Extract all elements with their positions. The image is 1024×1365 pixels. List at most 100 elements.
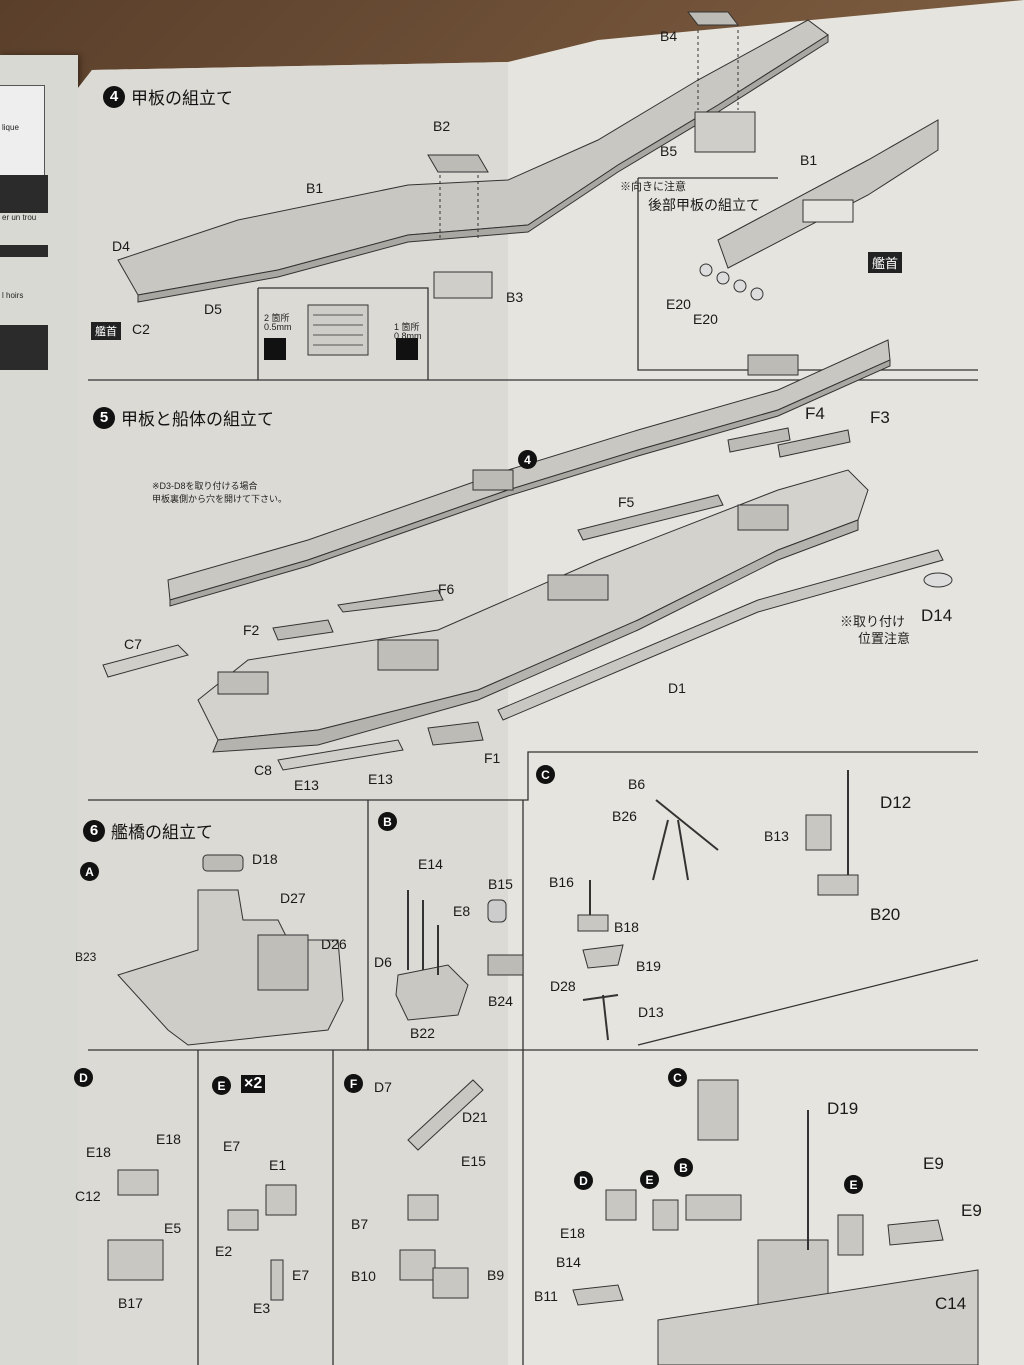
step-number: 6 — [83, 819, 105, 842]
part-label: E2 — [215, 1243, 233, 1259]
part-label: E20 — [693, 311, 718, 327]
step-title-text: 甲板の組立て — [131, 89, 233, 108]
part-label: D1 — [668, 680, 686, 696]
part-label: D26 — [321, 936, 347, 952]
part-label: F1 — [484, 750, 501, 766]
part-label: E5 — [164, 1220, 182, 1236]
adjacent-text: lique — [2, 123, 19, 132]
step-number: 5 — [93, 406, 115, 429]
part-label: B16 — [549, 874, 574, 890]
drill-note: ※D3-D8を取り付ける場合 — [152, 481, 258, 491]
part-label: B24 — [488, 993, 513, 1009]
step-number: 4 — [103, 85, 125, 108]
adjacent-page: lique er un trou l hoirs — [0, 55, 78, 1365]
drill-note: 0.5mm — [264, 322, 292, 332]
flight-deck-b1 — [117, 19, 829, 303]
d14-note: 位置注意 — [858, 631, 911, 646]
step-title-text: 甲板と船体の組立て — [121, 410, 274, 429]
part-label: B20 — [870, 905, 901, 924]
drill-note: 甲板裏側から穴を開けて下さい。 — [152, 494, 288, 504]
flight-deck-step5 — [167, 339, 891, 607]
part-label: D27 — [280, 890, 306, 906]
part-label: E18 — [156, 1131, 181, 1147]
part-label: E3 — [253, 1300, 271, 1316]
part-label: F5 — [618, 494, 635, 510]
sub-step-b: B — [674, 1158, 693, 1177]
sub-step-f: F — [344, 1074, 363, 1093]
part-label: B10 — [351, 1268, 376, 1284]
sub-step-d: D — [74, 1068, 93, 1087]
part-label: E9 — [961, 1201, 982, 1220]
part-label: F2 — [243, 622, 260, 638]
part-label: E7 — [292, 1267, 310, 1283]
part-label: C2 — [132, 321, 150, 337]
hull — [197, 469, 869, 753]
adjacent-text: er un trou — [2, 213, 37, 222]
step-4-title: 4 甲板の組立て — [103, 84, 233, 109]
part-label: B6 — [628, 776, 646, 792]
bow-label: 艦首 — [91, 322, 121, 340]
part-label: D19 — [827, 1099, 859, 1118]
part-label: B4 — [660, 28, 678, 44]
bow-label: 艦首 — [868, 252, 903, 273]
drill-note: 1 箇所 — [394, 322, 420, 332]
sub-step-b: B — [378, 812, 397, 831]
part-label: B1 — [800, 152, 818, 168]
rear-deck-title: 後部甲板の組立て — [648, 197, 760, 213]
part-label: E20 — [666, 296, 691, 312]
part-label: D13 — [638, 1004, 664, 1020]
part-label: B22 — [410, 1025, 435, 1041]
part-label: B14 — [556, 1254, 581, 1270]
part-label: F6 — [438, 581, 455, 597]
part-label: B9 — [487, 1267, 505, 1283]
sub-step-c: C — [536, 765, 555, 784]
part-label: C7 — [124, 636, 142, 652]
part-label: E1 — [269, 1157, 287, 1173]
part-label: D4 — [112, 238, 130, 254]
part-label: B17 — [118, 1295, 143, 1311]
part-label: B15 — [488, 876, 513, 892]
part-label: B18 — [614, 919, 639, 935]
part-label: B13 — [764, 828, 789, 844]
part-label: E8 — [453, 903, 471, 919]
part-label: E18 — [560, 1225, 585, 1241]
part-label: E15 — [461, 1153, 486, 1169]
part-label: D14 — [921, 606, 953, 625]
d14-note: ※取り付け — [840, 614, 906, 629]
sub-step-e: E — [212, 1076, 231, 1095]
step-title-text: 艦橋の組立て — [111, 823, 213, 842]
adjacent-bar — [0, 325, 48, 370]
part-label: D7 — [374, 1079, 392, 1095]
part-label: B1 — [306, 180, 324, 196]
instruction-sheet: 4 甲板の組立て 5 甲板と船体の組立て 6 艦橋の組立て B4 B2 B1 B… — [74, 0, 1024, 1365]
direction-note: ※向きに注意 — [620, 181, 686, 193]
sub-step-c: C — [668, 1068, 687, 1087]
sub-step-e: E — [844, 1175, 863, 1194]
part-label: B11 — [534, 1288, 558, 1304]
part-label: F3 — [870, 408, 890, 427]
part-label: E14 — [418, 856, 443, 872]
part-label: B3 — [506, 289, 524, 305]
part-label: C14 — [935, 1294, 967, 1313]
sheet-drawing — [78, 0, 1024, 1365]
part-label: B23 — [75, 950, 97, 964]
part-label: C8 — [254, 762, 272, 778]
part-label: E9 — [923, 1154, 944, 1173]
part-label: B2 — [433, 118, 451, 134]
part-label: B26 — [612, 808, 637, 824]
part-label: D28 — [550, 978, 576, 994]
step-5-title: 5 甲板と船体の組立て — [93, 405, 274, 430]
part-label: D18 — [252, 851, 278, 867]
ref-circle: 4 — [518, 450, 537, 469]
adjacent-bar — [0, 245, 48, 257]
part-label: B5 — [660, 143, 678, 159]
part-label: F4 — [805, 404, 825, 423]
part-label: B7 — [351, 1216, 369, 1232]
part-label: B19 — [636, 958, 661, 974]
sub-step-d: D — [574, 1171, 593, 1190]
part-label: D6 — [374, 954, 392, 970]
adjacent-text: l hoirs — [2, 291, 24, 300]
sub-step-e: E — [640, 1170, 659, 1189]
part-label: C12 — [75, 1188, 101, 1204]
step-6-title: 6 艦橋の組立て — [83, 818, 213, 843]
